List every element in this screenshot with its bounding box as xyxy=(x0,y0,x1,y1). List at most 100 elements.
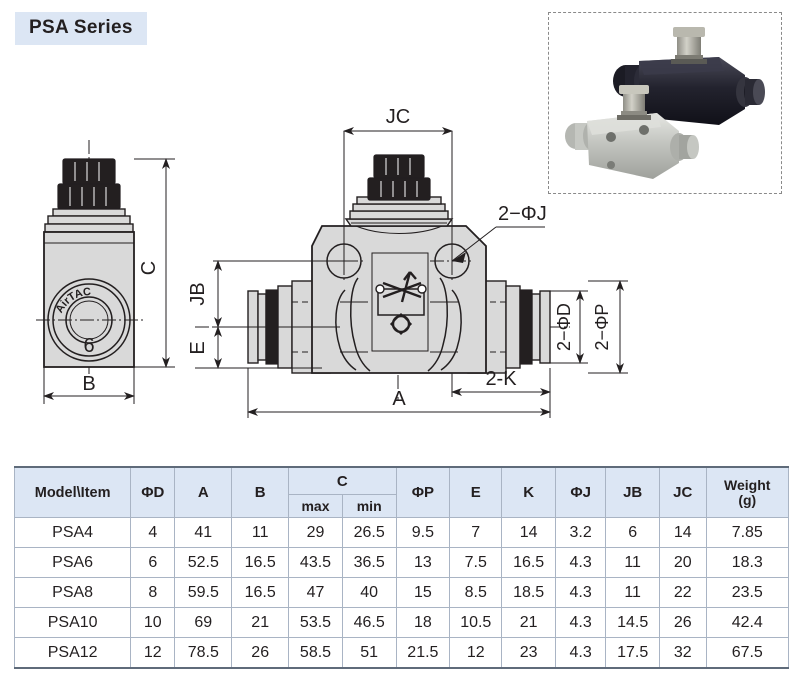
front-view-dim-jc: JC xyxy=(386,106,410,128)
cell-e: 10.5 xyxy=(449,607,503,638)
cell-e: 7 xyxy=(449,517,503,548)
cell-phi-p: 18 xyxy=(395,607,451,638)
cell-jc: 20 xyxy=(659,547,707,578)
cell-jb: 17.5 xyxy=(605,637,660,669)
cell-c-max: 53.5 xyxy=(288,607,343,638)
cell-model: PSA12 xyxy=(13,637,132,669)
cell-phi-j: 4.3 xyxy=(554,547,607,578)
cell-jb: 6 xyxy=(605,517,660,548)
cell-b: 16.5 xyxy=(231,547,290,578)
table-body: PSA4 4 41 11 29 26.5 9.5 7 14 3.2 6 14 7… xyxy=(13,517,790,669)
col-header-jc: JC xyxy=(659,466,707,518)
front-view-dim-2phip: 2−ΦP xyxy=(592,304,612,351)
cell-phi-j: 4.3 xyxy=(554,607,607,638)
cell-c-min: 40 xyxy=(341,577,397,608)
product-photo-image xyxy=(549,13,781,193)
cell-phi-p: 9.5 xyxy=(395,517,451,548)
front-view-dim-2k: 2-K xyxy=(485,368,517,390)
col-header-b: B xyxy=(231,466,290,518)
cell-k: 21 xyxy=(501,607,556,638)
cell-a: 69 xyxy=(174,607,233,638)
cell-jb: 14.5 xyxy=(605,607,660,638)
cell-e: 8.5 xyxy=(449,577,503,608)
cell-jb: 11 xyxy=(605,577,660,608)
cell-weight: 18.3 xyxy=(705,547,790,578)
cell-jb: 11 xyxy=(605,547,660,578)
cell-a: 41 xyxy=(174,517,233,548)
col-header-phi-j: ΦJ xyxy=(554,466,607,518)
table-header: Model\Item ΦD A B C ΦP E K ΦJ JB JC Weig… xyxy=(13,466,790,518)
cell-jc: 14 xyxy=(659,517,707,548)
table-row: PSA10 10 69 21 53.5 46.5 18 10.5 21 4.3 … xyxy=(13,607,790,638)
col-header-a: A xyxy=(174,466,233,518)
cell-phi-d: 12 xyxy=(130,637,176,669)
cell-a: 59.5 xyxy=(174,577,233,608)
cell-phi-d: 6 xyxy=(130,547,176,578)
cell-phi-j: 3.2 xyxy=(554,517,607,548)
front-view-dim-2phid: 2−ΦD xyxy=(554,303,574,351)
cell-c-max: 29 xyxy=(288,517,343,548)
cell-phi-p: 21.5 xyxy=(395,637,451,669)
cell-b: 21 xyxy=(231,607,290,638)
cell-e: 7.5 xyxy=(449,547,503,578)
cell-phi-p: 15 xyxy=(395,577,451,608)
side-view-port-size: 6 xyxy=(83,335,94,357)
cell-c-max: 43.5 xyxy=(288,547,343,578)
cell-k: 18.5 xyxy=(501,577,556,608)
front-view-callout-2phij: 2−ΦJ xyxy=(498,203,547,225)
side-view-drawing: AirTAC 6 C B xyxy=(36,140,175,404)
col-header-model: Model\Item xyxy=(13,466,132,518)
col-header-c: C xyxy=(288,466,397,495)
col-header-phi-p: ΦP xyxy=(395,466,451,518)
cell-c-max: 58.5 xyxy=(288,637,343,669)
col-header-weight: Weight (g) xyxy=(705,466,790,518)
cell-k: 23 xyxy=(501,637,556,669)
photo-valve-light xyxy=(565,85,699,179)
front-view-dim-jb: JB xyxy=(187,282,209,305)
cell-jc: 32 xyxy=(659,637,707,669)
cell-c-min: 46.5 xyxy=(341,607,397,638)
cell-weight: 42.4 xyxy=(705,607,790,638)
front-view-dim-a: A xyxy=(392,388,406,410)
col-header-phi-d: ΦD xyxy=(130,466,176,518)
cell-phi-j: 4.3 xyxy=(554,577,607,608)
cell-a: 78.5 xyxy=(174,637,233,669)
cell-phi-d: 4 xyxy=(130,517,176,548)
product-photo-inset xyxy=(548,12,782,194)
specification-table: Model\Item ΦD A B C ΦP E K ΦJ JB JC Weig… xyxy=(13,466,790,669)
col-header-e: E xyxy=(449,466,503,518)
cell-weight: 67.5 xyxy=(705,637,790,669)
series-title-band: PSA Series xyxy=(15,12,147,45)
cell-jc: 22 xyxy=(659,577,707,608)
col-header-weight-unit: (g) xyxy=(738,491,757,508)
cell-phi-p: 13 xyxy=(395,547,451,578)
cell-b: 11 xyxy=(231,517,290,548)
cell-model: PSA8 xyxy=(13,577,132,608)
cell-k: 14 xyxy=(501,517,556,548)
cell-a: 52.5 xyxy=(174,547,233,578)
col-header-weight-label: Weight xyxy=(724,476,771,493)
cell-b: 26 xyxy=(231,637,290,669)
col-header-k: K xyxy=(501,466,556,518)
cell-c-max: 47 xyxy=(288,577,343,608)
cell-jc: 26 xyxy=(659,607,707,638)
table-row: PSA6 6 52.5 16.5 43.5 36.5 13 7.5 16.5 4… xyxy=(13,547,790,578)
cell-phi-d: 10 xyxy=(130,607,176,638)
col-header-jb: JB xyxy=(605,466,660,518)
col-header-c-min: min xyxy=(341,494,397,518)
cell-b: 16.5 xyxy=(231,577,290,608)
side-view-dim-c: C xyxy=(138,261,160,275)
table-row: PSA4 4 41 11 29 26.5 9.5 7 14 3.2 6 14 7… xyxy=(13,517,790,548)
cell-c-min: 26.5 xyxy=(341,517,397,548)
flow-control-symbol xyxy=(375,271,427,336)
cell-model: PSA10 xyxy=(13,607,132,638)
cell-c-min: 51 xyxy=(341,637,397,669)
cell-weight: 7.85 xyxy=(705,517,790,548)
front-view-dim-e: E xyxy=(187,341,209,354)
front-view-drawing: JC JB E A 2-K xyxy=(187,106,628,418)
cell-weight: 23.5 xyxy=(705,577,790,608)
cell-model: PSA6 xyxy=(13,547,132,578)
cell-phi-j: 4.3 xyxy=(554,637,607,669)
side-view-dim-b: B xyxy=(82,373,95,395)
